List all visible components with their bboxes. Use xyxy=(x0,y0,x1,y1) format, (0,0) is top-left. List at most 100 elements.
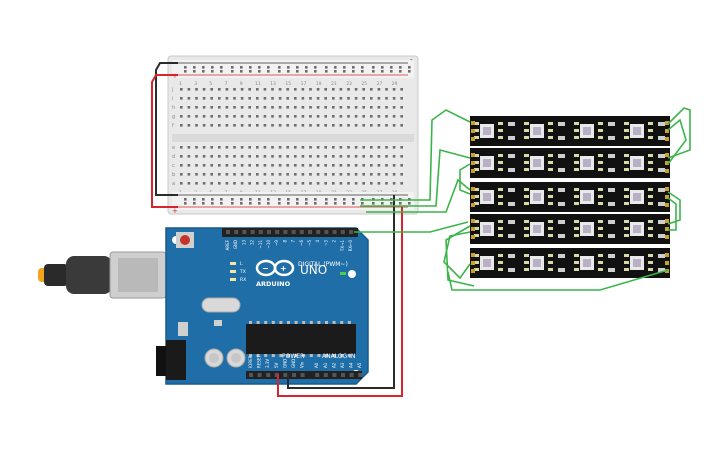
usb-cable[interactable] xyxy=(38,251,167,299)
header-pin-label: A4 xyxy=(349,362,354,368)
column-number: 27 xyxy=(377,81,383,87)
digital-pin-label: ~3 xyxy=(323,240,328,246)
digital-pin[interactable] xyxy=(283,230,288,234)
digital-pin-label: 4 xyxy=(315,240,320,243)
column-number: 17 xyxy=(301,81,307,87)
digital-pin[interactable] xyxy=(349,230,353,234)
column-number: 1 xyxy=(179,81,182,87)
digital-pin[interactable] xyxy=(316,230,321,234)
wire-green-chain-b xyxy=(447,269,669,291)
led-strip[interactable] xyxy=(470,182,670,212)
analog-label: ANALOG IN xyxy=(322,353,355,360)
reset-button[interactable] xyxy=(176,232,194,248)
digital-pin[interactable] xyxy=(332,230,337,234)
digital-pin[interactable] xyxy=(258,230,263,234)
digital-pin[interactable] xyxy=(234,230,239,234)
column-number: 23 xyxy=(346,81,352,87)
wire-green-chain-r2 xyxy=(667,118,687,165)
digital-pin[interactable] xyxy=(340,230,345,234)
header-pin[interactable] xyxy=(292,373,296,377)
wire-green-chain-l3 xyxy=(445,225,475,287)
led-pixel xyxy=(624,254,665,272)
column-number: 25 xyxy=(361,81,367,87)
led-pixel xyxy=(474,188,515,206)
led-strip[interactable] xyxy=(470,214,670,244)
led-strip[interactable] xyxy=(470,248,670,278)
header-pin[interactable] xyxy=(341,373,345,377)
header-pin[interactable] xyxy=(283,373,288,377)
column-number: 21 xyxy=(331,81,337,87)
svg-text:+: + xyxy=(280,264,287,273)
digital-pin-label: GND xyxy=(233,240,238,249)
header-pin[interactable] xyxy=(274,373,279,377)
digital-pin[interactable] xyxy=(308,230,312,234)
wire-green-chain-r3 xyxy=(667,191,681,225)
led-strip[interactable] xyxy=(470,148,670,178)
digital-pin[interactable] xyxy=(242,230,247,234)
digital-pin-label: ~6 xyxy=(299,240,304,246)
header-pin[interactable] xyxy=(349,373,354,377)
breadboard[interactable]: - + jihgfedcba13579111315171921232527291… xyxy=(167,55,419,215)
digital-header[interactable] xyxy=(226,230,353,234)
digital-pin-label: 13 xyxy=(241,240,246,246)
led-pixel xyxy=(624,122,665,140)
led-pixel xyxy=(624,154,665,172)
header-pin[interactable] xyxy=(332,373,337,377)
digital-pin[interactable] xyxy=(250,230,255,234)
l-label: L xyxy=(240,261,243,267)
row-letter: h xyxy=(172,105,175,111)
header-pin[interactable] xyxy=(249,373,253,377)
led-pixel xyxy=(624,220,665,238)
led-strips[interactable] xyxy=(470,116,670,278)
row-letter: f xyxy=(172,123,174,129)
led-pixel xyxy=(524,220,565,238)
rail-minus-label-top: - xyxy=(410,56,413,64)
digital-pin[interactable] xyxy=(275,230,280,234)
header-pin-label: GND xyxy=(291,359,296,368)
wire-red-5v xyxy=(277,207,403,397)
on-label: ON xyxy=(348,272,355,278)
tx-label: TX xyxy=(239,269,246,275)
led-pixel xyxy=(524,154,565,172)
led-pixel xyxy=(574,188,615,206)
digital-pin[interactable] xyxy=(324,230,329,234)
header-pin-label: IOREF xyxy=(248,355,253,368)
header-pin[interactable] xyxy=(300,373,305,377)
digital-pin-label: 8 xyxy=(282,240,287,243)
digital-pin[interactable] xyxy=(226,230,230,234)
header-pin-label: RESET xyxy=(257,355,262,368)
wires[interactable] xyxy=(151,62,691,397)
led-pixel xyxy=(474,122,515,140)
header-pin[interactable] xyxy=(315,373,320,377)
digital-pin-label: ~10 xyxy=(266,240,271,249)
digital-pin[interactable] xyxy=(299,230,304,234)
header-pin[interactable] xyxy=(358,373,363,377)
wire-green-bb-3 xyxy=(366,178,471,213)
digital-pin-label: 2 xyxy=(332,240,337,243)
rail-holes-top xyxy=(184,66,411,73)
header-pin[interactable] xyxy=(266,373,271,377)
power-analog-header[interactable] xyxy=(249,373,363,377)
led-pixel xyxy=(524,122,565,140)
power-jack[interactable] xyxy=(156,340,186,380)
power-label: POWER xyxy=(282,353,304,360)
column-number: 5 xyxy=(209,81,212,87)
svg-text:−: − xyxy=(262,264,269,273)
digital-pin[interactable] xyxy=(291,230,296,234)
row-letter: e xyxy=(172,145,175,151)
arduino-logo: − + xyxy=(255,259,295,277)
header-pin[interactable] xyxy=(323,373,328,377)
column-number: 13 xyxy=(270,81,276,87)
digital-pin[interactable] xyxy=(267,230,271,234)
column-number: 3 xyxy=(194,81,197,87)
digital-pin-label: AREF xyxy=(225,239,230,250)
column-number: 15 xyxy=(285,81,291,87)
digital-pin-label: 12 xyxy=(250,240,255,246)
led-strip[interactable] xyxy=(470,116,670,146)
header-pin-label: GND xyxy=(282,359,287,368)
header-pin[interactable] xyxy=(257,373,262,377)
